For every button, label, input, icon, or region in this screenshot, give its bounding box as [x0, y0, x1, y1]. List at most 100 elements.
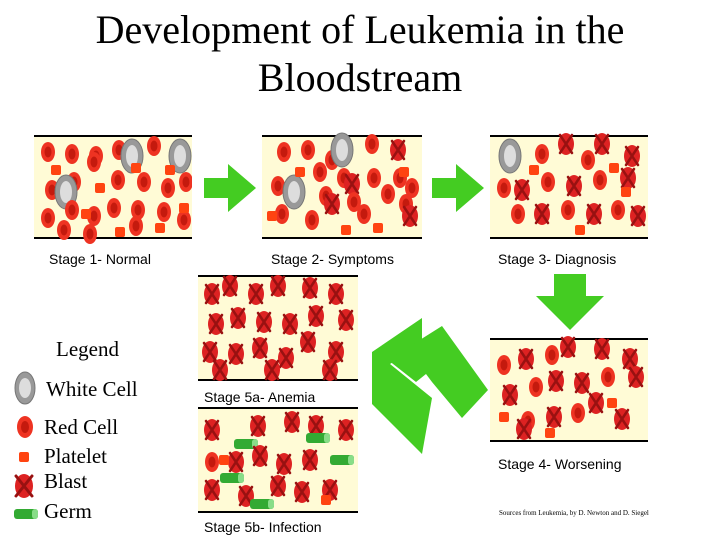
blast-cell: [534, 203, 550, 225]
stage-5b-panel: [198, 407, 358, 513]
red-cell: [157, 202, 171, 222]
blast-cell: [228, 451, 244, 473]
red-cell: [41, 208, 55, 228]
blast-cell: [264, 359, 280, 381]
red-cell: [545, 345, 559, 365]
red-cell: [313, 162, 327, 182]
blast-cell: [344, 173, 360, 195]
blast-cell: [560, 336, 576, 358]
red-cell: [405, 178, 419, 198]
platelet: [621, 187, 631, 197]
platelet: [607, 398, 617, 408]
red-cell: [205, 452, 219, 472]
legend-heading: Legend: [56, 337, 119, 361]
blast-cell: [300, 331, 316, 353]
red-cell: [179, 172, 192, 192]
blast-cell: [204, 479, 220, 501]
blast-cell: [302, 449, 318, 471]
blast-cell: [630, 205, 646, 227]
red-cell: [41, 142, 55, 162]
blast-cell: [518, 348, 534, 370]
blast-cell: [308, 305, 324, 327]
blast-cell: [548, 370, 564, 392]
stage-5b-label: Stage 5b- Infection: [204, 519, 322, 535]
platelet: [219, 455, 229, 465]
blast-cell: [248, 283, 264, 305]
red-cell: [367, 168, 381, 188]
platelet: [545, 428, 555, 438]
blast-cell: [250, 415, 266, 437]
red-cell: [271, 176, 285, 196]
arrow-stage1-to-stage2: [204, 164, 256, 212]
red-cell: [561, 200, 575, 220]
arrow-stage2-to-stage3: [432, 164, 484, 212]
legend-white-cell: White Cell: [46, 377, 138, 401]
blast-cell: [230, 307, 246, 329]
red-cell: [381, 184, 395, 204]
blast-cell: [308, 415, 324, 437]
stage-1-panel: [34, 135, 192, 244]
red-cell: [161, 178, 175, 198]
blast-cell: [284, 411, 300, 433]
blast-cell: [302, 277, 318, 299]
red-cell: [275, 204, 289, 224]
red-cell: [57, 220, 71, 240]
blast-cell: [622, 348, 638, 370]
platelet: [95, 183, 105, 193]
red-cell: [357, 204, 371, 224]
legend-germ: Germ: [44, 499, 92, 523]
red-cell: [65, 144, 79, 164]
legend-red-cell: Red Cell: [44, 415, 119, 439]
red-cell: [147, 136, 161, 156]
page-title: Development of Leukemia in the Bloodstre…: [95, 7, 625, 100]
blast-cell: [270, 475, 286, 497]
stage-2-panel: [262, 132, 422, 239]
red-cell: [541, 172, 555, 192]
stage-5a-label: Stage 5a- Anemia: [204, 389, 316, 405]
red-cell: [511, 204, 525, 224]
blast-cell: [338, 419, 354, 441]
platelet: [399, 167, 409, 177]
blast-cell: [278, 347, 294, 369]
red-cell: [347, 192, 361, 212]
red-cell: [137, 172, 151, 192]
stage-4-label: Stage 4- Worsening: [498, 456, 622, 472]
stage-3-label: Stage 3- Diagnosis: [498, 251, 617, 267]
red-cell: [131, 200, 145, 220]
blast-cell: [594, 133, 610, 155]
platelet: [499, 412, 509, 422]
platelet: [295, 167, 305, 177]
red-cell: [581, 150, 595, 170]
germ-icon: [14, 509, 38, 519]
platelet: [81, 209, 91, 219]
germ: [220, 473, 244, 483]
source-citation: Sources from Leukemia, by D. Newton and …: [499, 509, 649, 517]
blast-cell: [252, 445, 268, 467]
white-cell-icon: [14, 371, 36, 405]
stage-2-label: Stage 2- Symptoms: [271, 251, 394, 267]
blast-cell: [338, 309, 354, 331]
blast-cell: [588, 392, 604, 414]
platelet: [165, 165, 175, 175]
blast-cell: [402, 205, 418, 227]
white-cell: [168, 138, 192, 174]
blast-cell: [204, 283, 220, 305]
stage-5a-panel: [198, 275, 358, 381]
blast-cell: [282, 313, 298, 335]
blast-cell: [546, 406, 562, 428]
red-cell-icon: [17, 416, 33, 438]
red-cell: [365, 134, 379, 154]
red-cell: [593, 170, 607, 190]
platelet: [341, 225, 351, 235]
blast-cell: [594, 338, 610, 360]
white-cell: [498, 138, 522, 174]
red-cell: [177, 210, 191, 230]
platelet: [609, 163, 619, 173]
white-cell: [330, 132, 354, 168]
blast-cell: [328, 283, 344, 305]
red-cell: [129, 216, 143, 236]
blast-cell: [222, 275, 238, 297]
red-cell: [65, 200, 79, 220]
blast-cell: [390, 139, 406, 161]
blast-cell: [502, 384, 518, 406]
